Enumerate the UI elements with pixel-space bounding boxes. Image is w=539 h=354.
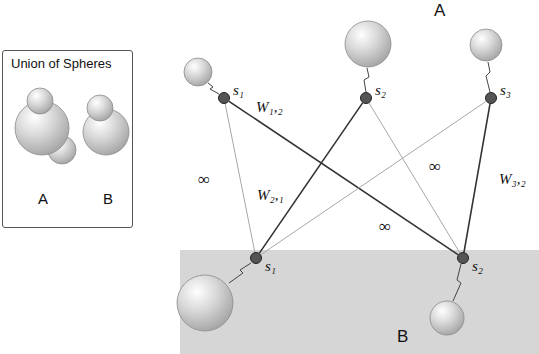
figure-label: A <box>38 191 48 206</box>
zigzag-link <box>208 83 219 94</box>
edge-line <box>369 103 460 253</box>
edge-weight: ∞ <box>378 218 392 235</box>
region-band: Bs₁ s₂ <box>180 250 539 354</box>
edge-weight: ∞ <box>428 158 442 175</box>
node-label: s₂ <box>472 259 483 274</box>
node-label: s₁ <box>265 259 276 274</box>
edge-weight: W₁,₂ <box>255 100 284 115</box>
edge-line <box>259 103 362 253</box>
edge-line <box>464 104 490 252</box>
zigzag-link <box>486 62 490 92</box>
sphere <box>177 275 233 331</box>
figure-label: B <box>103 191 113 206</box>
region-label: B <box>397 328 408 345</box>
graph-node: s₁ <box>218 92 230 104</box>
edge-weight: W₂,₁ <box>256 188 285 203</box>
graph-node: s₁ <box>250 252 262 264</box>
edge-line <box>261 101 486 254</box>
sphere <box>345 21 391 67</box>
node-label: s₁ <box>233 83 244 98</box>
edge-line <box>229 101 458 254</box>
node-label: s₂ <box>375 83 386 98</box>
region-b-ground <box>180 250 539 354</box>
region-label: A <box>434 2 445 19</box>
graph-node: s₃ <box>485 92 497 104</box>
edge-weight: ∞ <box>197 171 211 188</box>
sphere <box>430 301 464 335</box>
zigzag-link <box>453 264 461 301</box>
sphere <box>184 58 212 86</box>
graph-node: s₂ <box>457 252 469 264</box>
graph-node: s₂ <box>360 92 372 104</box>
zigzag-link <box>364 68 369 92</box>
sphere <box>27 88 53 114</box>
union-legend-box: Union of SpheresA B <box>2 50 133 228</box>
edge-weight: W₃,₂ <box>498 172 527 187</box>
box-title: Union of Spheres <box>11 57 111 70</box>
sphere <box>470 29 502 61</box>
zigzag-link <box>229 263 251 283</box>
node-label: s₃ <box>500 83 511 98</box>
edge-line <box>225 104 255 252</box>
sphere <box>87 95 113 121</box>
